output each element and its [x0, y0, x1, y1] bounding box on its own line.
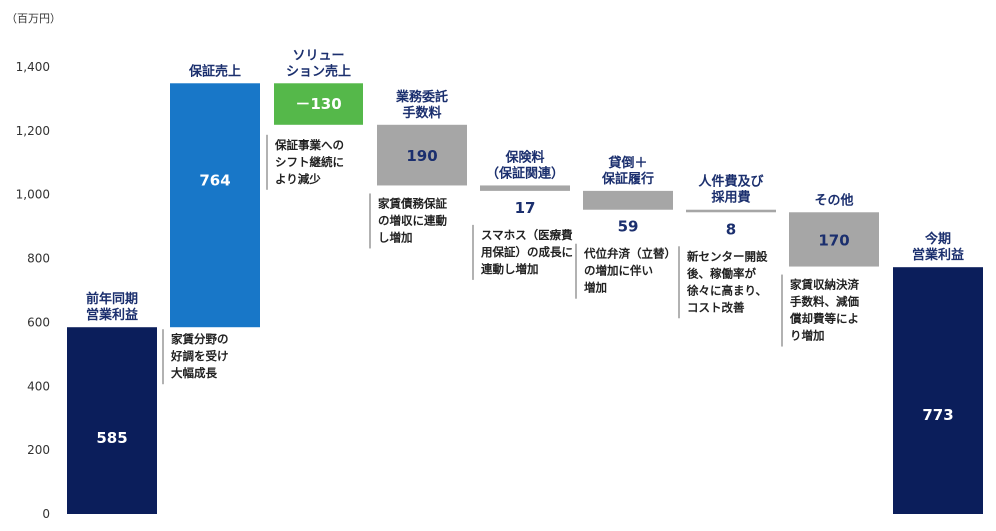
note-text: 用保証）の成長に: [480, 245, 573, 259]
y-tick-label: 1,200: [16, 124, 50, 138]
note-text: より減少: [275, 172, 321, 186]
bar-6: [686, 209, 776, 213]
data-label: 17: [515, 199, 536, 217]
bar-5: [583, 190, 673, 210]
note-text: 家賃収納決済: [790, 278, 859, 292]
note-text: の増加に伴い: [584, 264, 653, 278]
note-text: 大幅成長: [171, 366, 217, 380]
y-tick-label: 600: [27, 315, 50, 329]
y-tick-label: 1,400: [16, 60, 50, 74]
category-label: 業務委託: [395, 89, 448, 105]
unit-label: （百万円）: [6, 12, 61, 25]
note-text: 家賃債務保証: [378, 196, 447, 210]
note-text: スマホス（医療費: [481, 228, 573, 242]
data-label: 190: [406, 147, 437, 165]
note-text: 後、稼働率が: [687, 266, 756, 280]
data-label: 8: [726, 220, 736, 238]
category-label: 営業利益: [86, 307, 138, 323]
note-text: 好調を受け: [170, 349, 229, 363]
category-label: 貸倒＋: [608, 155, 647, 171]
bar-4: [480, 185, 570, 191]
data-label: －130: [295, 95, 341, 113]
category-label: 保証売上: [188, 63, 241, 79]
bar-0: [67, 327, 157, 514]
category-label: 今期: [924, 231, 951, 247]
category-label: 人件費及び: [698, 174, 764, 190]
note-text: 連動し増加: [481, 262, 539, 276]
category-label: 採用費: [711, 190, 750, 206]
data-label: 170: [818, 231, 849, 249]
bars-layer: [67, 83, 983, 514]
data-label: 764: [199, 172, 230, 190]
note-text: 償却費等によ: [789, 312, 859, 326]
bar-2: [274, 83, 363, 125]
note-text: コスト改善: [687, 300, 745, 314]
category-label: 保証履行: [601, 171, 654, 187]
category-label: その他: [814, 192, 853, 208]
bar-1: [170, 83, 260, 328]
note-text: し増加: [378, 230, 413, 244]
category-label: ション売上: [286, 63, 351, 79]
data-label: 59: [618, 218, 639, 236]
note-text: 新センター開設: [687, 249, 768, 263]
note-text: 徐々に高まり、: [686, 283, 767, 297]
data-label: 773: [922, 406, 953, 424]
category-label: 前年同期: [86, 291, 138, 307]
note-text: 増加: [584, 281, 607, 295]
bar-8: [893, 267, 983, 514]
y-tick-label: 1,000: [16, 188, 50, 202]
y-tick-label: 400: [27, 379, 50, 393]
note-text: り増加: [790, 329, 825, 343]
data-label: 585: [96, 429, 127, 447]
category-label: （保証関連）: [486, 165, 564, 181]
bar-7: [789, 212, 879, 267]
category-label: 手数料: [402, 105, 441, 121]
category-label: 保険料: [504, 149, 544, 165]
category-label: ソリュー: [292, 48, 344, 63]
note-text: の増収に連動: [378, 213, 447, 227]
note-text: 保証事業への: [274, 138, 344, 152]
note-text: 手数料、減価: [790, 295, 859, 309]
note-text: シフト継続に: [275, 155, 344, 169]
category-label: 営業利益: [912, 247, 964, 263]
note-text: 代位弁済（立替）: [583, 247, 676, 261]
note-text: 家賃分野の: [171, 332, 229, 346]
y-tick-label: 0: [42, 507, 50, 521]
y-axis: 0 200 400 600 800 1,000 1,200 1,400: [16, 60, 50, 521]
y-tick-label: 200: [27, 443, 50, 457]
labels-layer: 585前年同期営業利益764保証売上－130ソリューション売上190業務委託手数…: [86, 48, 964, 447]
y-tick-label: 800: [27, 252, 50, 266]
bar-3: [377, 124, 467, 186]
